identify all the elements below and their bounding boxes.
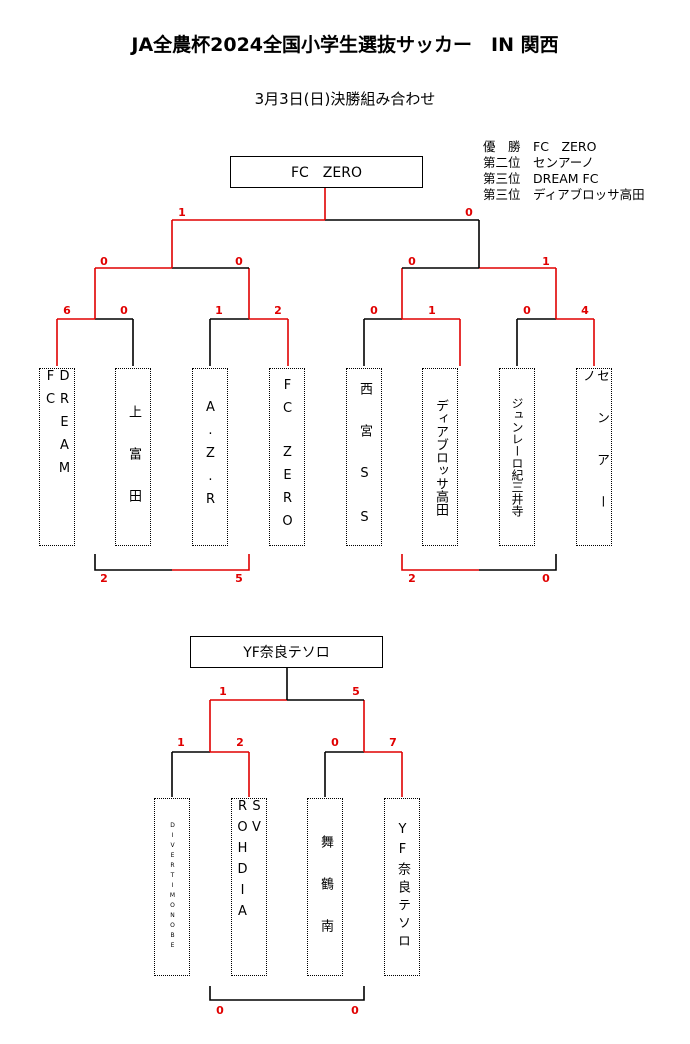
score-b2-r1-c: 0: [331, 736, 339, 749]
score-third-left-a: 2: [100, 572, 108, 585]
score-b2-r1-d: 7: [389, 736, 397, 749]
team-box-nishinomiya-ss: 西 宮 S S: [346, 368, 382, 546]
team-name: A.Z.R: [203, 399, 218, 515]
score-r1-fc-zero: 2: [274, 304, 282, 317]
result-label: 第三位: [483, 187, 521, 202]
team-name: セ ン ア ー ノ: [580, 369, 609, 537]
score-r2-left-a: 0: [100, 255, 108, 268]
team-box-dream-fc: DREAM FC: [39, 368, 75, 546]
team-box-sv-rohdia: SV ROHDIA: [231, 798, 267, 976]
score-b2-r1-a: 1: [177, 736, 185, 749]
result-team: センアーノ: [533, 155, 595, 170]
page-title: JA全農杯2024全国小学生選抜サッカー IN 関西: [131, 34, 559, 56]
bracket1-champion-box: FC ZERO: [230, 156, 423, 188]
score-b2-final-right: 5: [352, 685, 360, 698]
result-row-winner: 優 勝 FC ZERO: [483, 139, 645, 155]
team-name: 上 富 田: [126, 404, 141, 510]
score-r1-kamitonda: 0: [120, 304, 128, 317]
team-box-fc-zero: FC ZERO: [269, 368, 305, 546]
team-name: FC ZERO: [280, 377, 295, 537]
bracket2-champion-box: YF奈良テソロ: [190, 636, 383, 668]
team-name: ジュンレーロ紀三井寺: [510, 397, 524, 517]
score-third-right-a: 2: [408, 572, 416, 585]
team-box-azr: A.Z.R: [192, 368, 228, 546]
team-name: DIVERTIMONOBE: [169, 822, 176, 952]
score-b2-r1-b: 2: [236, 736, 244, 749]
score-r1-diablossa: 1: [428, 304, 436, 317]
score-final-right: 0: [465, 206, 473, 219]
team-box-kamitonda: 上 富 田: [115, 368, 151, 546]
result-label: 第三位: [483, 171, 521, 186]
result-row-third-a: 第三位 DREAM FC: [483, 171, 645, 187]
result-label: 第二位: [483, 155, 521, 170]
results-list: 優 勝 FC ZERO 第二位 センアーノ 第三位 DREAM FC 第三位 デ…: [483, 139, 645, 203]
team-name: 西 宮 S S: [357, 381, 372, 533]
team-box-yf-nara-tesoro: YF奈良テソロ: [384, 798, 420, 976]
score-r1-nishinomiya: 0: [370, 304, 378, 317]
result-team: ディアブロッサ高田: [533, 187, 645, 202]
team-box-maizuru-minami: 舞 鶴 南: [307, 798, 343, 976]
result-label: 優 勝: [483, 139, 521, 154]
score-r1-dream-fc: 6: [63, 304, 71, 317]
team-box-junrero-kimiidera: ジュンレーロ紀三井寺: [499, 368, 535, 546]
score-third-right-b: 0: [542, 572, 550, 585]
score-r2-right-b: 1: [542, 255, 550, 268]
score-final-left: 1: [178, 206, 186, 219]
result-row-second: 第二位 センアーノ: [483, 155, 645, 171]
team-box-diablossa-takada: ディアブロッサ高田: [422, 368, 458, 546]
score-third-left-b: 5: [235, 572, 243, 585]
score-b2-third-left: 0: [216, 1004, 224, 1017]
score-r1-azr: 1: [215, 304, 223, 317]
score-r1-junrero: 0: [523, 304, 531, 317]
result-row-third-b: 第三位 ディアブロッサ高田: [483, 187, 645, 203]
score-r1-senaano: 4: [581, 304, 589, 317]
page-subtitle: 3月3日(日)決勝組み合わせ: [254, 90, 436, 108]
team-name: ディアブロッサ高田: [433, 398, 448, 516]
team-box-divertimonobe: DIVERTIMONOBE: [154, 798, 190, 976]
score-r2-right-a: 0: [408, 255, 416, 268]
team-name: DREAM FC: [43, 369, 72, 505]
score-b2-final-left: 1: [219, 685, 227, 698]
score-r2-left-b: 0: [235, 255, 243, 268]
team-name: YF奈良テソロ: [395, 822, 410, 952]
team-name: SV ROHDIA: [235, 799, 264, 925]
team-box-senaano: セ ン ア ー ノ: [576, 368, 612, 546]
result-team: DREAM FC: [533, 171, 599, 186]
result-team: FC ZERO: [533, 139, 597, 154]
team-name: 舞 鶴 南: [318, 834, 333, 940]
score-b2-third-right: 0: [351, 1004, 359, 1017]
